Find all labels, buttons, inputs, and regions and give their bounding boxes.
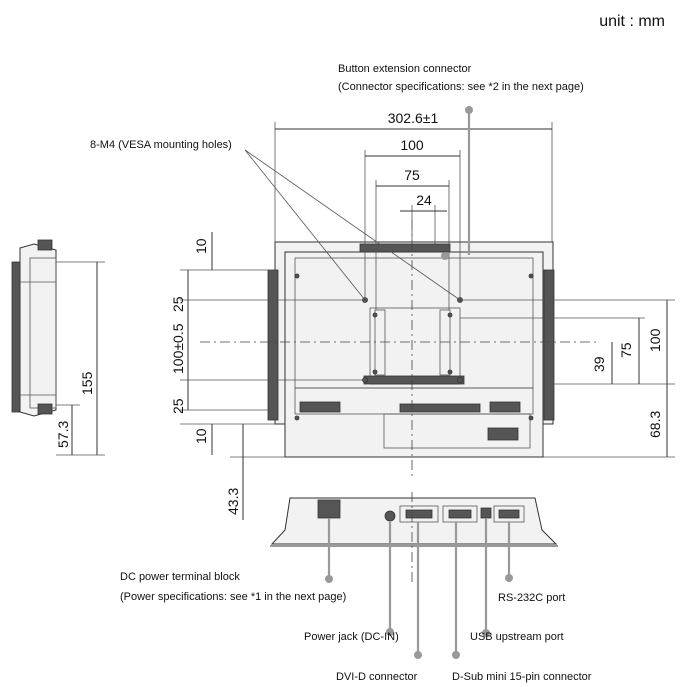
left-dimensions [180, 232, 365, 520]
callout-power-jack: Power jack (DC-IN) [304, 631, 399, 643]
dim-vesa-75: 75 [404, 167, 420, 183]
vesa-hole [447, 312, 453, 318]
side-view [11, 239, 105, 456]
rear-view [200, 220, 600, 480]
power-jack [384, 510, 396, 522]
rear-view-top-connector-strip [359, 243, 451, 253]
side-view-bottom-bracket [37, 403, 53, 415]
side-view-body [19, 243, 57, 417]
callout-vesa-holes: 8-M4 (VESA mounting holes) [90, 139, 232, 151]
dim-side-57-3: 57.3 [55, 421, 71, 448]
callout-dsub: D-Sub mini 15-pin connector [452, 671, 592, 683]
dim-left-43-3: 43.3 [225, 488, 241, 515]
rear-view-io-box [383, 413, 531, 449]
vesa-hole [372, 312, 378, 318]
callout-rs232c: RS-232C port [498, 592, 565, 604]
dc-terminal-block [317, 499, 341, 519]
callout-dvi-d: DVI-D connector [336, 671, 418, 683]
vesa-hole [457, 377, 463, 383]
rear-view-chassis [284, 251, 544, 458]
leader-lines [244, 106, 513, 659]
dim-width-overall: 302.6±1 [388, 110, 439, 126]
bottom-view [270, 492, 558, 585]
rear-view-right-bracket [543, 269, 555, 421]
callout-button-extension-title: Button extension connector [338, 63, 472, 75]
vesa-hole [447, 369, 453, 375]
callout-dc-terminal-title: DC power terminal block [120, 571, 240, 583]
dim-left-25-top: 25 [170, 296, 186, 312]
vesa-hole [372, 369, 378, 375]
side-view-top-bracket [37, 239, 53, 251]
callout-usb: USB upstream port [470, 631, 564, 643]
rear-view-left-bracket [267, 269, 279, 421]
bottom-view-body [270, 497, 558, 545]
top-dimensions [274, 122, 553, 310]
side-view-bezel [11, 261, 21, 413]
callout-button-extension-note: (Connector specifications: see *2 in the… [338, 81, 584, 93]
dim-right-39: 39 [591, 356, 607, 372]
dsub-connector-body [442, 505, 478, 523]
right-dimensions [460, 299, 675, 458]
dim-right-100: 100 [647, 328, 663, 352]
dim-right-68-3: 68.3 [647, 411, 663, 438]
dim-left-25-bottom: 25 [170, 398, 186, 414]
usb-port-body [480, 507, 492, 519]
dim-left-100: 100±0.5 [170, 323, 186, 374]
dim-right-75: 75 [618, 342, 634, 358]
dim-vesa-100: 100 [400, 137, 424, 153]
dim-left-10-top: 10 [193, 238, 209, 254]
dim-left-10-bottom: 10 [193, 428, 209, 444]
dim-center-24: 24 [416, 192, 432, 208]
dim-side-155: 155 [79, 371, 95, 395]
callout-dc-terminal-note: (Power specifications: see *1 in the nex… [120, 591, 346, 603]
unit-label: unit : mm [599, 13, 665, 30]
